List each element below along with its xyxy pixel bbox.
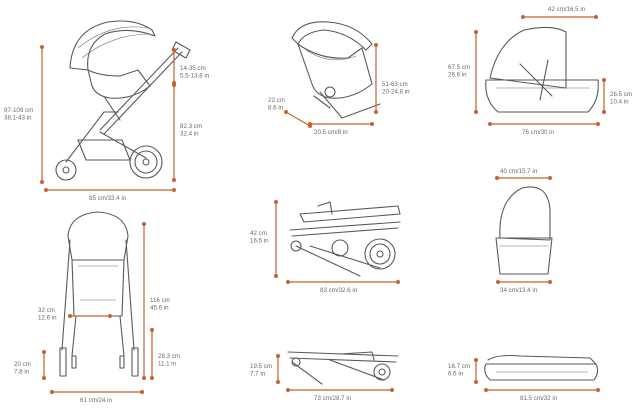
label-top-width: 40 cm/15.7 in xyxy=(500,168,538,175)
label-bottom-width: 34 cm/13.4 in xyxy=(500,287,538,294)
label-length: 73 cm/28.7 in xyxy=(314,395,352,402)
dim-seat-width: 20.5 cm/8 in xyxy=(308,122,374,136)
dim-width: 61 cm/24 in xyxy=(50,390,144,404)
dim-length: 83 cm/32.6 in xyxy=(286,280,400,294)
bassinet-side-drawing xyxy=(485,26,599,113)
dim-length: 85 cm/33.4 in xyxy=(44,188,176,202)
folded-side-drawing xyxy=(289,201,401,277)
dim-top-width: 40 cm/15.7 in xyxy=(495,168,552,180)
bassinet-front-view: 40 cm/15.7 in 34 cm/13.4 in xyxy=(495,168,553,294)
label-length: 85 cm/33.4 in xyxy=(89,195,127,202)
dim-length: 76 cm/30 in xyxy=(488,122,600,136)
dim-top-width: 42 cm/16.5 in xyxy=(521,6,598,19)
label-length: 81.5 cm/32 in xyxy=(520,395,558,402)
bassinet-front-drawing xyxy=(495,186,553,275)
dim-bottom-width: 34 cm/13.4 in xyxy=(496,280,552,294)
dim-length: 73 cm/28.7 in xyxy=(286,388,394,402)
bassinet-folded-drawing xyxy=(484,354,599,381)
frame-folded-drawing xyxy=(287,351,399,385)
label-seat-width: 20.5 cm/8 in xyxy=(314,129,348,136)
seat-unit-drawing xyxy=(291,21,381,119)
dim-length: 81.5 cm/32 in xyxy=(484,388,600,402)
label-width: 61 cm/24 in xyxy=(80,397,113,404)
stroller-front-drawing xyxy=(59,211,139,377)
stroller-side-drawing xyxy=(55,20,191,181)
label-length: 83 cm/32.6 in xyxy=(320,287,358,294)
label-top-width: 42 cm/16.5 in xyxy=(548,6,586,13)
label-length: 76 cm/30 in xyxy=(522,129,555,136)
